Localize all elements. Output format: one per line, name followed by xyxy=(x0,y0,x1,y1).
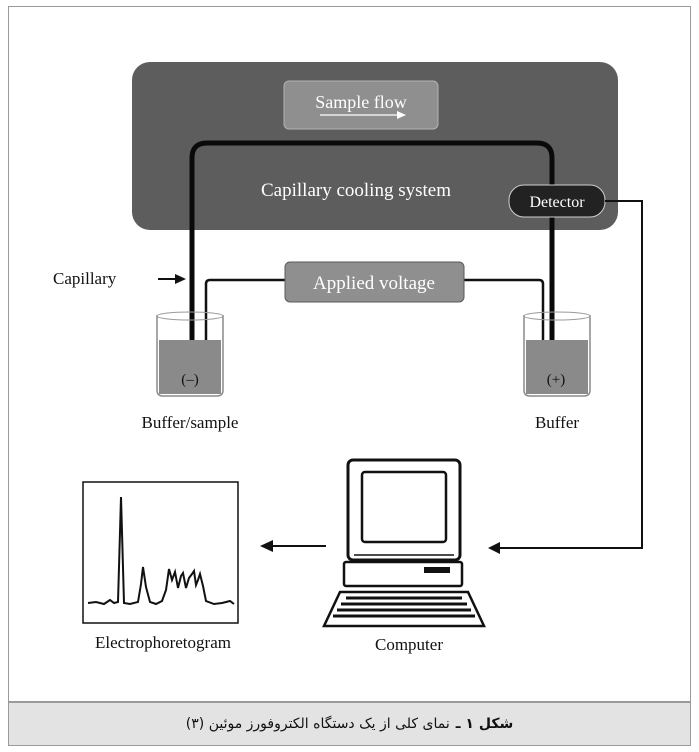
buffer-sample-label: Buffer/sample xyxy=(142,413,239,432)
computer-label: Computer xyxy=(375,635,443,654)
capillary-tube xyxy=(189,140,555,352)
capillary-electrophoresis-diagram: Sample flow Capillary cooling system Det… xyxy=(53,62,643,654)
buffer-liquid xyxy=(526,340,588,394)
computer-input-arrow-head xyxy=(488,542,500,554)
positive-electrode-label: (+) xyxy=(547,372,565,388)
buffer-sample-beaker xyxy=(156,315,224,397)
electrophoretogram-label: Electrophoretogram xyxy=(95,633,231,652)
sample-flow-label: Sample flow xyxy=(315,92,407,112)
output-arrow-head xyxy=(260,540,273,552)
electrophoretogram-box xyxy=(82,481,239,624)
applied-voltage-label: Applied voltage xyxy=(313,273,435,294)
applied-voltage-box xyxy=(284,261,465,303)
buffer-beaker-rim xyxy=(523,311,591,321)
electrophoretogram-trace xyxy=(87,496,235,606)
capillary-label: Capillary xyxy=(53,269,117,288)
detector-signal-line xyxy=(500,200,643,549)
caption-figure-number: شکل ۱ ـ xyxy=(455,716,514,732)
capillary-pointer-arrow-head xyxy=(175,274,186,284)
negative-electrode-wire xyxy=(204,278,285,356)
computer-icon xyxy=(322,458,486,628)
buffer-beaker xyxy=(523,315,591,397)
capillary-cooling-system-box xyxy=(132,62,618,230)
detector-label: Detector xyxy=(529,194,585,211)
buffer-label: Buffer xyxy=(535,413,579,432)
positive-electrode-wire xyxy=(464,278,545,356)
figure-caption: شکل ۱ ـ نمای کلی از یک دستگاه الکتروفورز… xyxy=(8,702,691,746)
buffer-sample-beaker-rim xyxy=(156,311,224,321)
buffer-sample-liquid xyxy=(159,340,221,394)
sample-flow-arrow-head xyxy=(397,111,406,119)
negative-electrode-label: (–) xyxy=(181,372,199,388)
caption-text: نمای کلی از یک دستگاه الکتروفورز موئین (… xyxy=(185,716,450,732)
cooling-system-label: Capillary cooling system xyxy=(261,180,451,201)
